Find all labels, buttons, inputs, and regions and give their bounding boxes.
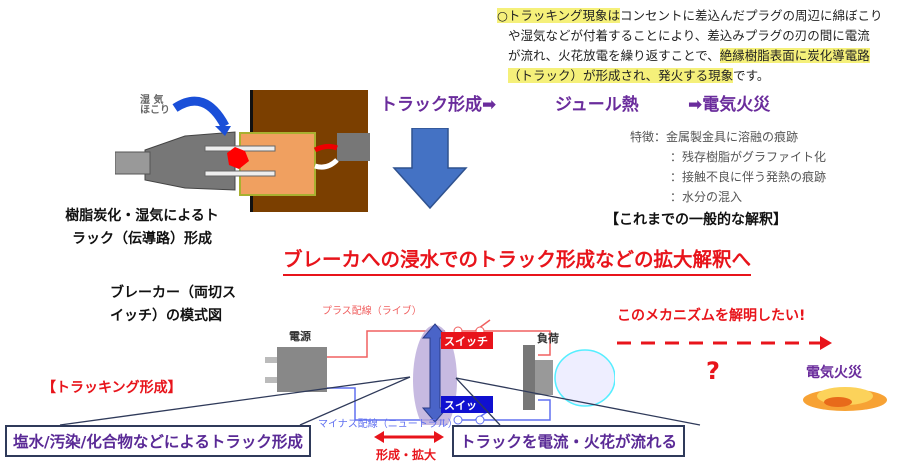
feature-item: ：残存樹脂がグラファイト化: [670, 150, 827, 164]
definition-text: です。: [733, 68, 770, 83]
callout-current-flow: トラックを電流・火花が流れる: [452, 425, 686, 457]
power-label: 電源: [289, 330, 311, 343]
minus-wire-label: マイナス配線（ニュートラル）: [318, 419, 458, 430]
fire-icon: [803, 387, 887, 411]
feature-item: ：接触不良に伴う発熱の痕跡: [670, 170, 827, 184]
definition-highlight: （トラック）が形成され、発火する現象: [508, 68, 734, 83]
definition-highlight: ○トラッキング現象は: [497, 8, 621, 23]
expand-double-arrow-icon: [374, 431, 444, 443]
features-list: 特徴：金属製金具に溶融の痕跡 ：残存樹脂がグラファイト化 ：接触不良に伴う発熱の…: [630, 127, 826, 207]
tracking-formation-label: 【トラッキング形成】: [42, 380, 182, 396]
definition-text: コンセントに差込んだプラグの周辺に綿ぼこり: [620, 8, 883, 23]
breaker-caption-line: イッチ）の模式図: [110, 308, 222, 324]
plug-outlet-icon: [114, 90, 370, 212]
down-arrow-icon: [392, 128, 468, 210]
electric-fire-label: 電気火災: [806, 365, 862, 381]
callout-track-formation: 塩水/汚染/化合物などによるトラック形成: [5, 425, 311, 457]
switch-bottom-label: スイッ: [444, 399, 477, 412]
feature-item: 特徴：金属製金具に溶融の痕跡: [630, 130, 799, 144]
flow-step-track: トラック形成➡: [380, 95, 497, 115]
plug-caption-line: ラック（伝導路）形成: [72, 231, 212, 247]
dashed-arrow-icon: [617, 336, 832, 350]
moisture-dust-label: 湿 気 ほこり: [140, 96, 170, 116]
plug-caption-line: 樹脂炭化・湿気によるト: [65, 208, 219, 224]
plus-wire-label: プラス配線（ライブ）: [322, 306, 422, 317]
bulb-icon: [554, 349, 615, 407]
breaker-caption: ブレーカー（両切ス イッチ）の模式図: [110, 282, 236, 328]
plug-caption: 樹脂炭化・湿気によるト ラック（伝導路）形成: [32, 205, 252, 251]
flow-step-fire: ➡電気火災: [688, 95, 771, 115]
switch-top-label: スイッチ: [444, 335, 488, 348]
tracking-definition: ○トラッキング現象はコンセントに差込んだプラグの周辺に綿ぼこり や湿気などが付着…: [497, 6, 897, 86]
flow-step-joule: ジュール熱: [555, 95, 639, 115]
moisture-label: 湿 気: [140, 95, 164, 106]
general-interpretation-heading: 【これまでの一般的な解釈】: [605, 212, 787, 228]
feature-item: ：水分の混入: [670, 190, 743, 204]
load-label: 負荷: [537, 332, 559, 345]
main-title: ブレーカへの浸水でのトラック形成などの拡大解釈へ: [283, 243, 752, 276]
definition-text: が流れ、火花放電を繰り返すことで、: [508, 48, 720, 63]
breaker-caption-line: ブレーカー（両切ス: [110, 285, 236, 301]
breaker-circuit-diagram: [265, 319, 615, 425]
plug-illustration: 湿 気 ほこり: [114, 88, 375, 214]
mechanism-text: このメカニズムを解明したい!: [617, 308, 806, 324]
definition-highlight: 絶縁樹脂表面に炭化導電路: [719, 48, 870, 63]
expand-label: 形成・拡大: [376, 448, 437, 462]
question-mark: ?: [706, 357, 720, 385]
definition-text: や湿気などが付着することにより、差込みプラグの刃の間に電流: [508, 28, 870, 43]
dust-label: ほこり: [140, 105, 170, 116]
